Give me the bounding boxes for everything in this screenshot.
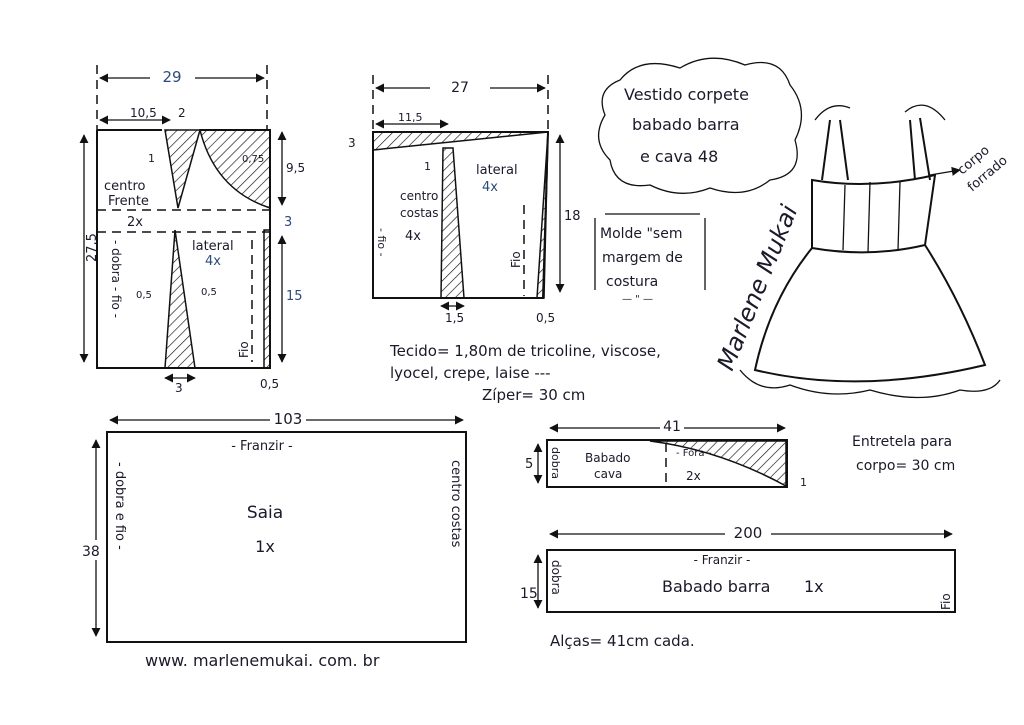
back-dart-bottom-label: 1,5 xyxy=(445,311,464,325)
skirt-name-label: Saia xyxy=(247,503,283,523)
front-band-label: 3 xyxy=(284,215,292,230)
front-side-count: 4x xyxy=(205,254,221,269)
dress-sketch: corpo forrado Marlene Mukai xyxy=(712,104,1011,399)
interfacing-line-1: Entretela para xyxy=(852,434,952,450)
interfacing-note: Entretela para corpo= 30 cm xyxy=(852,434,955,474)
front-center-label: centro xyxy=(104,179,146,194)
armhole-width-label: 41 xyxy=(663,419,681,435)
front-lower-side-label: 15 xyxy=(286,289,303,304)
front-curve-label: 0,75 xyxy=(242,154,264,165)
note-line-1: Molde "sem xyxy=(600,226,682,242)
armhole-name-2: cava xyxy=(594,467,622,481)
back-left-seg-label: 11,5 xyxy=(398,111,423,124)
hem-gather-label: - Franzir - xyxy=(694,553,751,567)
front-bodice-piece: 29 10,5 2 1 0,75 centro Frente 2x latera… xyxy=(79,65,305,395)
back-point-label: 1 xyxy=(424,160,431,173)
skirt-width-label: 103 xyxy=(274,410,303,428)
title-line-2: babado barra xyxy=(632,115,740,134)
skirt-count-label: 1x xyxy=(255,537,275,556)
armhole-point-label: 1 xyxy=(800,476,807,489)
materials-line-1: Tecido= 1,80m de tricoline, viscose, xyxy=(389,342,661,360)
back-grain-label: Fio xyxy=(509,251,523,268)
front-left-seg-label: 10,5 xyxy=(130,106,157,120)
skirt-fold-label: - dobra e fio - xyxy=(112,462,127,550)
skirt-gather-label: - Franzir - xyxy=(231,439,293,454)
hem-fold-label: dobra xyxy=(549,560,563,595)
back-side-label: lateral xyxy=(476,163,518,178)
armhole-name-1: Babado xyxy=(585,451,631,465)
armhole-ruffle-piece: 41 dobra Babado cava - Fora - 2x 1 5 xyxy=(525,418,807,489)
title-line-1: Vestido corpete xyxy=(624,85,749,104)
back-hem-out-label: 0,5 xyxy=(536,311,555,325)
front-hem-out-label: 0,5 xyxy=(260,377,279,391)
back-height-label: 18 xyxy=(564,209,581,224)
signature: Marlene Mukai xyxy=(712,201,804,375)
materials-text: Tecido= 1,80m de tricoline, viscose, lyo… xyxy=(389,342,661,404)
front-dart-left-label: 0,5 xyxy=(136,290,152,301)
hem-name-label: Babado barra xyxy=(662,577,770,596)
back-bodice-piece: 27 11,5 3 1 centro costas 4x lateral 4x … xyxy=(348,75,581,325)
hem-grain-label: Fio xyxy=(939,593,953,610)
skirt-height-label: 38 xyxy=(82,544,100,560)
front-fold-label: - dobra - fio - xyxy=(109,240,123,318)
front-upper-side-label: 9,5 xyxy=(286,161,305,175)
front-grain-label: Fio xyxy=(237,341,251,358)
materials-line-3: Zíper= 30 cm xyxy=(482,386,585,404)
front-dart-top-label: 2 xyxy=(178,106,186,120)
back-center-count: 4x xyxy=(405,229,421,244)
note-line-4: — " — xyxy=(622,294,653,305)
back-grain-left-label: - fio - xyxy=(375,228,388,257)
note-line-2: margem de xyxy=(602,250,683,266)
back-side-count: 4x xyxy=(482,180,498,195)
armhole-cut-label: - Fora - xyxy=(676,448,712,459)
straps-note: Alças= 41cm cada. xyxy=(550,632,695,650)
front-point-label: 1 xyxy=(148,152,155,165)
interfacing-line-2: corpo= 30 cm xyxy=(856,458,955,474)
title-cloud: Vestido corpete babado barra e cava 48 xyxy=(598,57,802,194)
skirt-center-label: centro costas xyxy=(448,460,463,548)
hem-height-label: 15 xyxy=(520,586,538,602)
website-label: www. marlenemukai. com. br xyxy=(145,651,380,670)
front-dart-right-label: 0,5 xyxy=(201,287,217,298)
title-line-3: e cava 48 xyxy=(640,147,718,166)
skirt-piece: 103 - Franzir - Saia 1x - dobra e fio - … xyxy=(80,410,467,643)
hem-count-label: 1x xyxy=(804,577,824,596)
armhole-fold-label: dobra xyxy=(549,447,562,479)
front-height-label: 27,5 xyxy=(85,233,100,262)
front-center-count: 2x xyxy=(127,215,143,230)
back-top-drop-label: 3 xyxy=(348,136,356,150)
front-dart-bottom-label: 3 xyxy=(175,381,183,395)
note-line-3: costura xyxy=(606,274,658,290)
materials-line-2: lyocel, crepe, laise --- xyxy=(390,364,551,382)
back-width-label: 27 xyxy=(451,80,469,96)
hem-width-label: 200 xyxy=(734,524,763,542)
front-width-label: 29 xyxy=(162,68,181,86)
seam-allowance-note: Molde "sem margem de costura — " — xyxy=(594,213,706,305)
armhole-count-label: 2x xyxy=(686,469,701,483)
front-side-label: lateral xyxy=(192,239,234,254)
armhole-height-label: 5 xyxy=(525,457,533,472)
back-center-label2: costas xyxy=(400,206,439,220)
hem-ruffle-piece: 200 - Franzir - Babado barra 1x dobra Fi… xyxy=(520,524,956,613)
front-center-label2: Frente xyxy=(108,194,149,209)
back-center-label: centro xyxy=(400,189,438,203)
